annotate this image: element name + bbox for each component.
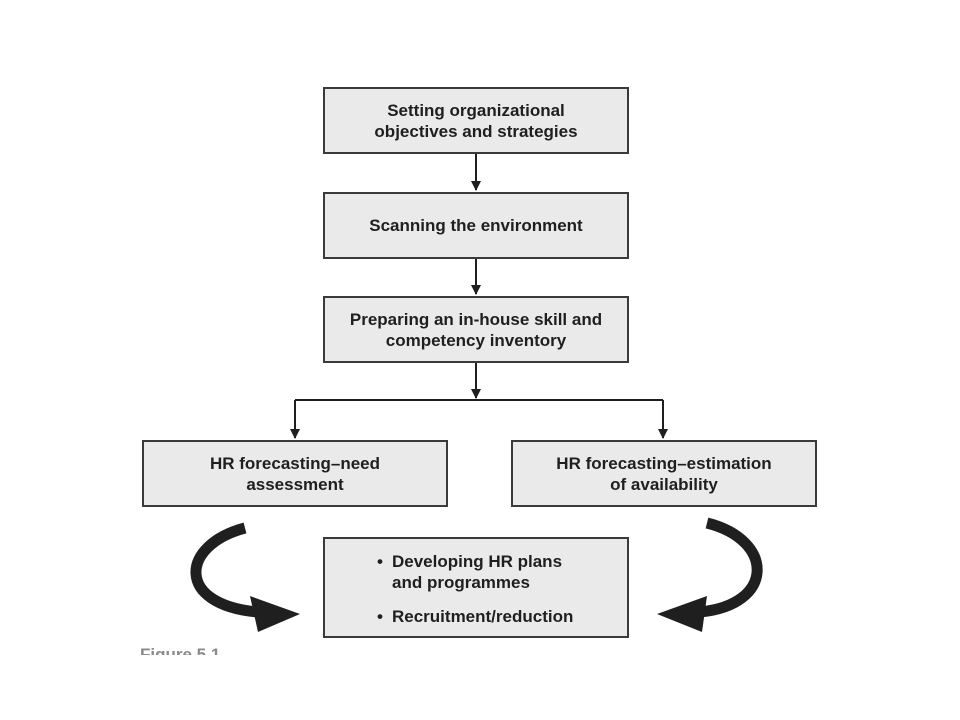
plans-list: Developing HR plans and programmes Recru…: [377, 551, 573, 627]
objectives-label: Setting organizational objectives and st…: [374, 100, 578, 141]
need-assessment-box: HR forecasting–need assessment: [142, 440, 448, 507]
need-assessment-label: HR forecasting–need assessment: [209, 453, 381, 494]
scanning-box: Scanning the environment: [323, 192, 629, 259]
objectives-box: Setting organizational objectives and st…: [323, 87, 629, 154]
curved-arrowhead-right: [657, 596, 707, 632]
plans-item-recruitment: Recruitment/reduction: [377, 606, 573, 627]
figure-caption: Figure 5.1: [140, 646, 220, 655]
scanning-label: Scanning the environment: [369, 216, 583, 235]
curved-arrow-left: [190, 522, 259, 618]
plans-box: Developing HR plans and programmes Recru…: [323, 537, 629, 638]
curved-arrowhead-left: [250, 596, 300, 632]
inventory-box: Preparing an in-house skill and competen…: [323, 296, 629, 363]
inventory-label: Preparing an in-house skill and competen…: [349, 309, 603, 350]
curved-arrow-right: [699, 517, 763, 618]
availability-box: HR forecasting–estimation of availabilit…: [511, 440, 817, 507]
availability-label: HR forecasting–estimation of availabilit…: [556, 453, 772, 494]
plans-item-hr-plans: Developing HR plans and programmes: [377, 551, 573, 593]
